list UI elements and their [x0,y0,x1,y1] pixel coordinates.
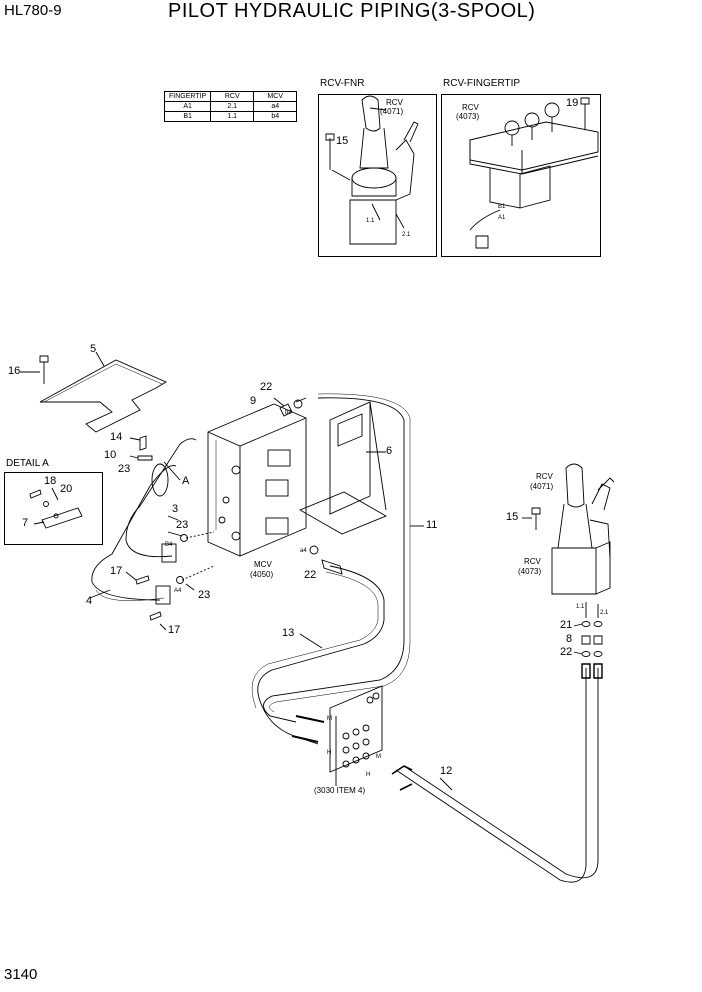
callout-23-low: 23 [198,589,211,601]
page-number: 3140 [4,966,38,983]
fingertip-callout-19: 19 [566,97,579,109]
reference-table: FINGERTIP RCV MCV A1 2.1 a4 B1 1.1 b4 [163,91,298,122]
fingertip-port-a1: A1 [498,215,506,221]
callout-15: 15 [506,511,519,523]
inset-rcv-fingertip [441,94,601,257]
detail-callout-7: 7 [22,517,29,529]
rcv-top-number: (4071) [530,482,554,491]
detail-callout-18: 18 [44,475,57,487]
mcv-label: MCV [254,560,272,569]
rcv-top-label: RCV [536,472,553,481]
detail-a-frame [4,472,103,545]
fnr-rcv-label: RCV [386,98,403,107]
callout-13: 13 [282,627,295,639]
mount-bracket [298,401,388,535]
manifold-reference: (3030 ITEM 4) [314,786,366,795]
callout-3: 3 [172,503,179,515]
callout-23-mid: 23 [176,519,189,531]
callout-10: 10 [104,449,117,461]
port-A4: A4 [174,588,182,594]
page-title: PILOT HYDRAULIC PIPING(3-SPOOL) [168,0,536,22]
mcv-valve-block [207,403,307,557]
fingertip-port-b1: B1 [498,204,506,210]
fingertip-rcv-number: (4073) [456,112,480,121]
port-a4: a4 [300,548,307,554]
callout-23-top: 23 [118,463,131,475]
table-cell: b4 [253,111,298,122]
cover-plate [39,359,167,433]
hose-11 [263,397,405,723]
fnr-port-2-1: 2.1 [402,232,411,238]
port-b4: b4 [285,410,292,416]
callout-14: 14 [110,431,123,443]
callout-17-lower: 17 [168,624,181,636]
hose-12 [395,668,587,883]
fingertip-rcv-label: RCV [462,103,479,112]
callout-22-right: 22 [560,646,573,658]
port-2-1: 2.1 [600,610,609,616]
mark-h-right: H [366,772,371,778]
table-cell: B1 [163,111,212,122]
detail-callout-20: 20 [60,483,73,495]
tube-4 [91,464,177,601]
rcv-bottom-label: RCV [524,557,541,566]
callout-16: 16 [8,365,21,377]
mark-m-left: M [327,716,332,722]
callout-detail-a-marker: A [182,475,190,487]
manifold-block [329,685,383,786]
port-B4: B4 [165,542,173,548]
fnr-callout-15: 15 [336,135,349,147]
fnr-port-1-1: 1.1 [366,218,375,224]
callout-5: 5 [90,343,97,355]
detail-a-label: DETAIL A [6,458,49,469]
callout-22-top: 22 [260,381,273,393]
callout-22-mid: 22 [304,569,317,581]
callout-12: 12 [440,765,453,777]
mcv-number: (4050) [250,570,274,579]
callout-21: 21 [560,619,573,631]
inset-rcv-fnr [318,94,437,257]
mark-m-right: M [376,754,381,760]
rcv-fnr-joystick [349,95,419,245]
callout-9: 9 [250,395,257,407]
callout-11: 11 [426,519,438,531]
callout-8: 8 [566,633,573,645]
hose-13 [257,565,385,745]
model-number: HL780-9 [4,2,62,19]
rcv-main-assembly [551,463,615,595]
port-1-1: 1.1 [576,604,585,610]
callout-17-upper: 17 [110,565,123,577]
fnr-rcv-number: (4071) [380,107,404,116]
table-row: B1 1.1 b4 [163,111,298,122]
rcv-fingertip-assembly [469,102,599,249]
inset-fnr-label: RCV-FNR [320,78,365,89]
mark-h-left: H [327,750,332,756]
tube-3 [125,438,197,558]
callout-6: 6 [386,445,393,457]
inset-fingertip-label: RCV-FINGERTIP [443,78,521,89]
rcv-bottom-number: (4073) [518,567,542,576]
callout-4: 4 [86,595,93,607]
